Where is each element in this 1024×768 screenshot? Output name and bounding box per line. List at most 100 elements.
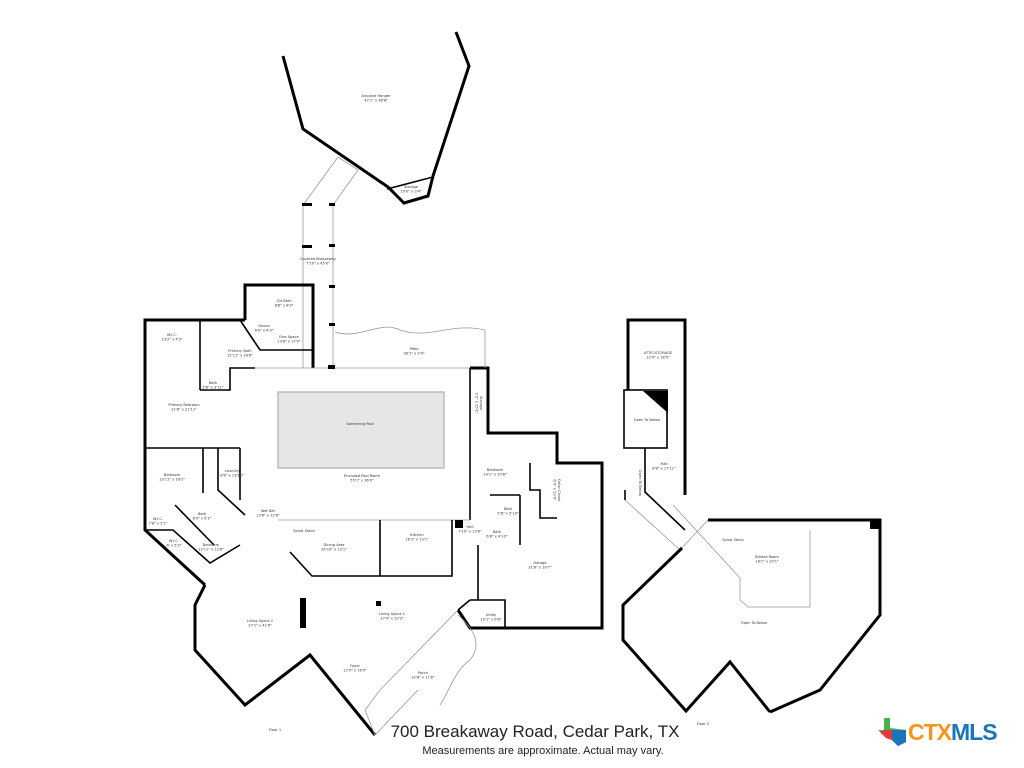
room-name: Flex Space xyxy=(279,335,299,339)
room-dimensions: 8'8" x 8'0" xyxy=(275,304,294,308)
ctxmls-logo: CTX MLS xyxy=(878,718,998,746)
room-dimensions: 13'6" x 12'6" xyxy=(256,514,280,518)
room-name: Patio xyxy=(410,347,419,351)
room-name: Bedroom xyxy=(164,473,181,477)
room-name: Storage xyxy=(404,185,419,189)
floor2-label: Floor 2 xyxy=(697,722,709,726)
room-label: Open To Below xyxy=(638,470,642,497)
room-name: Open To Below xyxy=(638,470,642,497)
room-name: Living Space 1 xyxy=(379,612,405,616)
room-dimensions: 31'8" x 39'7" xyxy=(528,566,552,570)
floor1-label: Floor 1 xyxy=(269,728,281,732)
room-dimensions: 37'4" x 22'3" xyxy=(380,617,404,621)
room-name: Airplane Hanger xyxy=(361,94,391,98)
room-name: Bedroom xyxy=(487,468,504,472)
room-dimensions: 3'3" x 15'1" xyxy=(475,392,479,413)
room-label: W.I.C.6' x 5'2" xyxy=(167,539,182,548)
room-dimensions: 26'10" x 13'1" xyxy=(321,548,347,552)
room-dimensions: 22'8" x 21'11" xyxy=(171,408,197,412)
room-dimensions: 7'10" x 13'6" xyxy=(458,530,482,534)
room-dimensions: 32'8" x 11'8" xyxy=(411,676,435,680)
room-name: Bath xyxy=(198,512,206,516)
room-dimensions: 8'8" x 13'10" xyxy=(220,474,244,478)
room-name: Living Space 2 xyxy=(247,619,273,623)
room-dimensions: 13'11" x 16'2" xyxy=(159,478,185,482)
room-dimensions: 13'2" x 4'3" xyxy=(161,338,182,342)
floor1-walls xyxy=(143,283,604,736)
room-dimensions: 36'1" x 9'4" xyxy=(403,352,424,356)
room-name: Storage xyxy=(479,396,483,411)
room-label: Cellar Closet6'3" x 13'0" xyxy=(553,479,562,502)
room-name: Bath xyxy=(504,507,512,511)
room-dimensions: 7'10" x 45'0" xyxy=(306,262,330,266)
room-name: Bath xyxy=(493,530,501,534)
room-name: W.I.C. xyxy=(167,333,177,337)
room-name: Wet Bar xyxy=(261,509,276,513)
room-name: Kitchen xyxy=(410,533,424,537)
room-name: Sauna xyxy=(258,324,269,328)
room-dimensions: 12'9" x 16'0" xyxy=(343,669,367,673)
room-dimensions: 6'3" x 13'0" xyxy=(553,479,557,500)
room-name: Bedroom xyxy=(203,543,220,547)
room-dimensions: 14'1" x 20'8" xyxy=(483,473,507,477)
room-name: Spiral Stairs xyxy=(722,538,744,542)
address-caption: 700 Breakaway Road, Cedar Park, TX xyxy=(390,722,680,741)
room-name: ATTIC/STORAGE xyxy=(644,351,673,355)
room-name: Covered Breezeway xyxy=(300,257,337,261)
room-name: 3/4 Bath xyxy=(276,299,291,303)
room-label: Storage3'3" x 15'1" xyxy=(475,392,484,413)
room-dimensions: 27'1" x 41'8" xyxy=(248,624,272,628)
room-name: Bath xyxy=(209,381,217,385)
airplane-hangar-walls xyxy=(281,31,471,368)
disclaimer-caption: Measurements are approximate. Actual may… xyxy=(422,745,664,757)
room-label: W.I.C.13'2" x 4'3" xyxy=(161,333,182,342)
room-dimensions: 55'1" x 36'0" xyxy=(350,479,374,483)
room-name: Open To Below xyxy=(634,418,661,422)
room-dimensions: 10'1" x 6'6" xyxy=(480,618,501,622)
room-label: Swimming Pool xyxy=(346,422,373,426)
room-dimensions: 16'3" x 13'1" xyxy=(405,538,429,542)
room-name: Foyer xyxy=(350,664,360,668)
room-name: W.I.C. xyxy=(153,517,163,521)
room-name: Hall xyxy=(661,462,668,466)
room-label: Open To Below xyxy=(634,418,661,422)
room-name: W.I.C. xyxy=(169,539,179,543)
room-dimensions: 8'8" x 17'11" xyxy=(652,467,676,471)
room-name: Open To Below xyxy=(741,621,768,625)
room-dimensions: 5'6" x 3'11" xyxy=(202,386,223,390)
room-label: Open To Below xyxy=(741,621,768,625)
room-name: Spiral Stairs xyxy=(293,529,315,533)
texas-map-icon xyxy=(878,718,906,746)
room-dimensions: 6'8" x 4'10" xyxy=(486,535,507,539)
room-dimensions: 15'11" x 16'8" xyxy=(227,354,253,358)
room-label: W.I.C.7'8" x 5'1" xyxy=(149,517,168,526)
room-name: Dining Area xyxy=(323,543,344,547)
room-dimensions: 6'0" x 4'3" xyxy=(255,329,274,333)
room-name: Utility xyxy=(486,613,497,617)
room-dimensions: 13'11" x 12'6" xyxy=(198,548,224,552)
room-dimensions: 6' x 5'2" xyxy=(167,544,182,548)
room-name: Billiard Room xyxy=(755,555,779,559)
room-dimensions: 7'8" x 5'1" xyxy=(149,522,168,526)
room-name: Laundry xyxy=(225,469,241,473)
